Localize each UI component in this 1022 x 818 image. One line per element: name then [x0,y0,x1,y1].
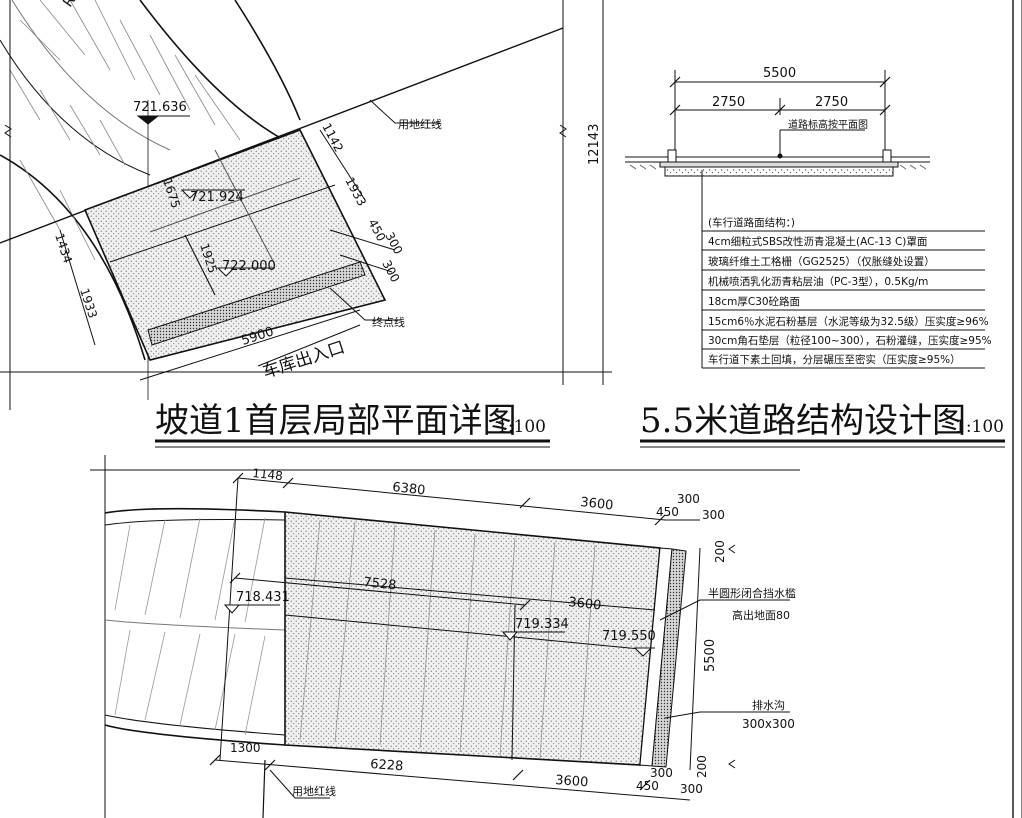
scale-road-section: 1:100 [955,417,1004,437]
elev-718-431: 718.431 [236,590,290,605]
dim-12143: 12143 [587,124,602,165]
dim-300-top-a: 300 [677,492,700,506]
elev-719-550: 719.550 [602,629,656,644]
bottom-drain [651,548,687,768]
ramp-arc-a [0,39,151,176]
label-road-elevation: 道路标高按平面图 [788,118,868,131]
ramp-outer-arc-2 [234,0,301,121]
layer-6: 30cm角石垫层（粒径100~300），石粉灌缝，压实度≥95% [708,334,992,347]
radius-glyph: R [60,0,79,10]
bottom-plan [90,455,800,818]
title-ramp-plan: 坡道1首层局部平面详图 [155,401,517,441]
scale-ramp-plan: 1:100 [497,417,546,437]
dim-6228: 6228 [370,757,404,774]
dim-6380: 6380 [392,480,426,498]
elev-722-000: 722.000 [222,259,276,274]
dim-1933-right: 1933 [342,175,369,209]
section-dim-2750-right: 2750 [815,95,848,110]
label-water-sill: 半圆形闭合挡水槛 [708,586,796,600]
dim-200-bottom: 200 [695,755,709,778]
dim-450-top: 450 [656,505,679,519]
label-redline-top: 用地红线 [398,117,442,131]
ramp-inner-arc [0,154,146,361]
ramp-arc-b [11,0,171,151]
sill-strip [147,261,366,346]
layer-2: 玻璃纤维土工格栅（GG2525）（仅胀缝处设置） [708,255,935,268]
layer-1: 4cm细粒式SBS改性沥青混凝土(AC-13 C)罩面 [708,235,927,248]
label-endline: 终点线 [372,315,405,329]
label-drain: 排水沟 [752,698,785,712]
dim-7528: 7528 [363,575,397,593]
dim-1142: 1142 [319,121,346,155]
dim-1300: 1300 [230,741,261,755]
dim-1434: 1434 [52,232,75,265]
dim-200-top: 200 [713,540,727,563]
dim-5500: 5500 [703,639,718,672]
section-dim-2750-left: 2750 [712,95,745,110]
label-water-sill-height: 高出地面80 [732,608,790,622]
layer-5: 15cm6％水泥石粉基层（水泥等级为32.5级）压实度≥96% [708,315,989,328]
dim-3600-top: 3600 [580,495,614,513]
dim-300-bottom-a: 300 [650,766,673,780]
layer-heading: (车行道路面结构：) [708,216,795,229]
road-section [625,0,1022,818]
bottom-ramp-bottom-edge [104,724,286,746]
dim-300-a: 300 [382,230,405,257]
title-road-section: 5.5米道路结构设计图 [640,401,966,441]
elev-721-924: 721.924 [190,190,244,205]
dim-3600-bottom: 3600 [555,773,589,790]
ramp-slab [83,128,387,361]
dim-300-bottom-b: 300 [680,782,703,796]
dim-1148: 1148 [252,466,284,483]
section-dim-5500: 5500 [763,66,796,81]
label-garage-exit: 车库出入口 [260,337,347,382]
dim-450-bottom: 450 [636,779,659,793]
dim-300-top-b: 300 [702,508,725,522]
label-drain-size: 300x300 [742,717,795,731]
label-redline-bottom: 用地红线 [292,784,336,798]
ramp-outer-arc [139,0,306,151]
dim-1933-left: 1933 [77,287,100,320]
elev-719-334: 719.334 [515,617,569,632]
ramp-radial-lines [9,0,241,261]
layer-4: 18cm厚C30砼路面 [708,295,800,308]
layer-3: 机械喷洒乳化沥青粘层油（PC-3型），0.5Kg/m [708,275,928,288]
dim-3600-mid: 3600 [568,595,602,613]
ramp-plan-detail [0,0,612,410]
layer-7: 车行道下素土回填，分层碾压至密实（压实度≥95%） [708,353,961,366]
dim-300-b: 300 [379,258,402,285]
elev-721-636: 721.636 [133,100,187,115]
bottom-ramp-top-edge [104,507,286,514]
